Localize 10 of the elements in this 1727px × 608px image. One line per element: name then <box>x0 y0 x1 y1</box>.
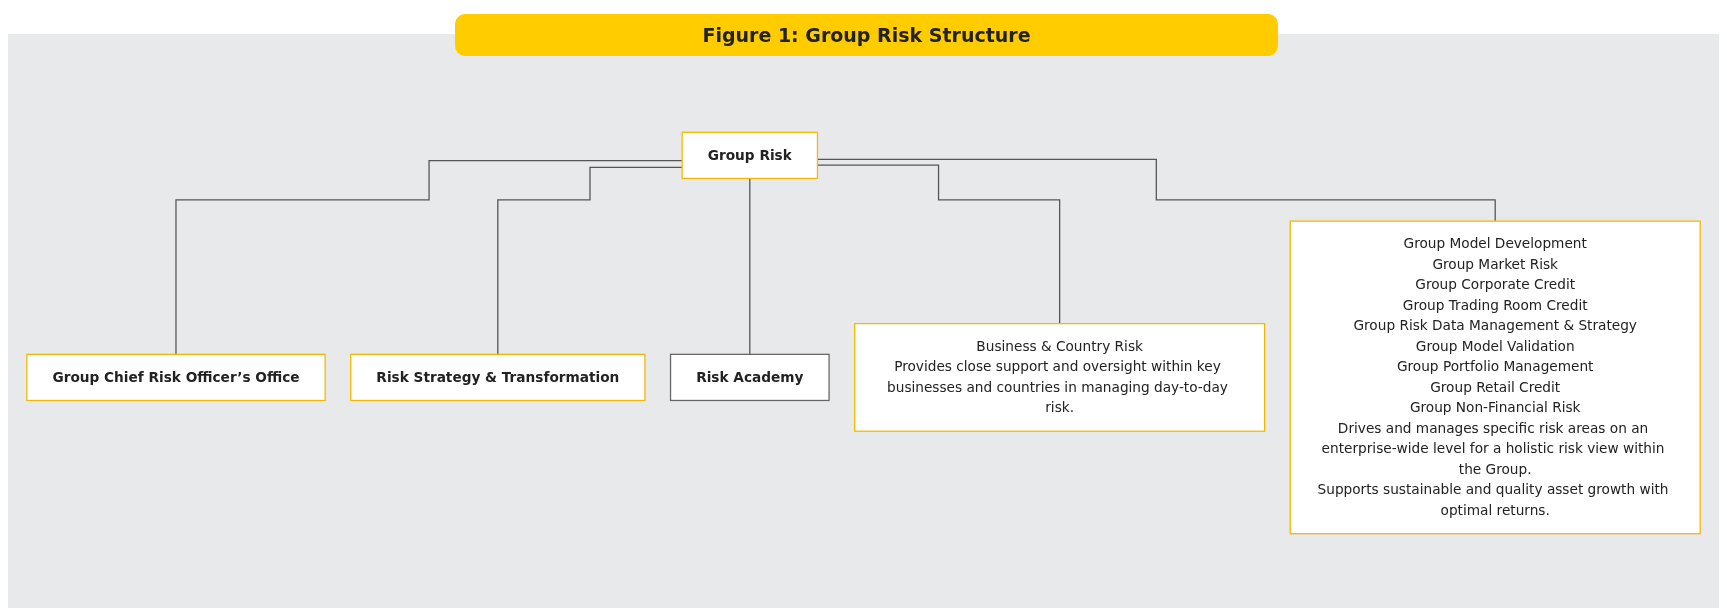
node-box: Group Risk <box>681 131 819 180</box>
node-box: Risk Academy <box>669 353 830 402</box>
node-box: Group Chief Risk Officer’s Office <box>26 353 326 402</box>
node-box: Group Model Development Group Market Risk Group Corporate Credit Group Trading Room Credit Group Risk Data Management & Strategy Group Model Validation Group Portfolio Management Group Retail Credit Group Non-Financial Risk Drives and manages specific risk areas on an enterprise-wide level for a holistic risk view within the Group. Supports sustainable and quality asset growth with optimal returns. <box>1289 220 1701 535</box>
node-box: Business & Country Risk Provides close support and oversight within key businesses and countries in managing day-to-day risk. <box>854 322 1266 432</box>
connector <box>497 166 683 355</box>
node-box: Risk Strategy & Transformation <box>350 353 646 402</box>
figure-title: Figure 1: Group Risk Structure <box>455 14 1278 56</box>
connector <box>749 177 751 355</box>
connector <box>175 159 683 355</box>
